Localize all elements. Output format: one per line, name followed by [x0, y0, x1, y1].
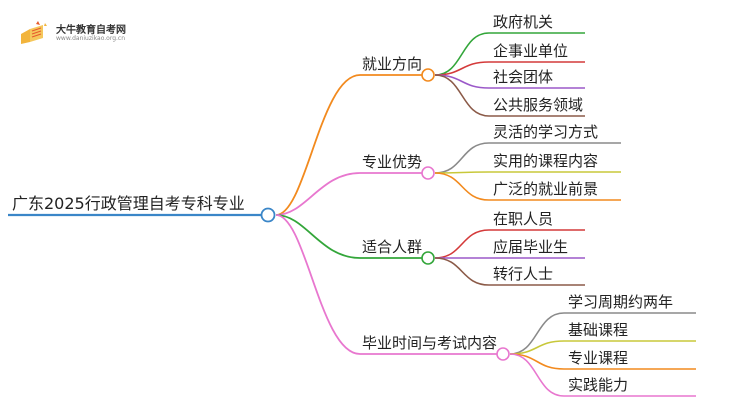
site-logo: 大牛教育自考网 www.daniuzikao.org.cn	[18, 18, 158, 48]
child-connector	[434, 74, 585, 89]
child-label: 灵活的学习方式	[493, 123, 598, 141]
branch-connector	[275, 214, 497, 355]
branch-label: 适合人群	[362, 238, 422, 256]
child-label: 在职人员	[493, 210, 553, 228]
child-label: 社会团体	[493, 68, 553, 86]
child-label: 学习周期约两年	[568, 293, 673, 311]
child-label: 应届毕业生	[493, 238, 568, 256]
child-connector	[509, 312, 696, 355]
node-layer	[260, 68, 510, 361]
branch-node-circle	[421, 251, 435, 265]
child-label: 政府机关	[493, 13, 553, 31]
child-label: 实践能力	[568, 376, 628, 394]
child-label: 广泛的就业前景	[493, 180, 598, 198]
child-connector	[434, 171, 621, 174]
branch-connector	[275, 172, 422, 216]
branch-label: 就业方向	[362, 55, 422, 73]
child-connector	[434, 74, 585, 117]
branch-node-circle	[421, 68, 435, 82]
logo-title: 大牛教育自考网	[56, 25, 126, 36]
child-label: 转行人士	[493, 265, 553, 283]
child-connector	[434, 32, 585, 76]
label-layer: 广东2025行政管理自考专科专业 就业方向 政府机关企事业单位社会团体公共服务领域专…	[12, 13, 673, 394]
child-connector	[509, 340, 696, 355]
child-connector	[509, 353, 696, 397]
child-connector	[509, 353, 696, 370]
root-label: 广东2025行政管理自考专科专业	[12, 194, 245, 213]
branch-label: 专业优势	[362, 153, 422, 171]
branch-label: 毕业时间与考试内容	[362, 334, 497, 352]
child-connector	[434, 142, 621, 174]
child-label: 公共服务领域	[493, 96, 583, 114]
book-logo-icon	[21, 21, 47, 44]
child-connector	[434, 61, 585, 76]
branch-connector	[275, 74, 422, 216]
child-label: 基础课程	[568, 321, 628, 339]
branch-node-circle	[421, 166, 435, 180]
child-label: 实用的课程内容	[493, 152, 598, 170]
connector-layer	[8, 32, 696, 397]
branch-node-circle	[496, 347, 510, 361]
child-connector	[434, 229, 585, 259]
child-connector	[434, 172, 621, 201]
branch-connector	[275, 214, 422, 259]
logo-url: www.daniuzikao.org.cn	[56, 35, 126, 42]
child-label: 专业课程	[568, 349, 628, 367]
child-label: 企事业单位	[493, 42, 568, 60]
root-node-circle	[260, 207, 276, 223]
child-connector	[434, 257, 585, 286]
